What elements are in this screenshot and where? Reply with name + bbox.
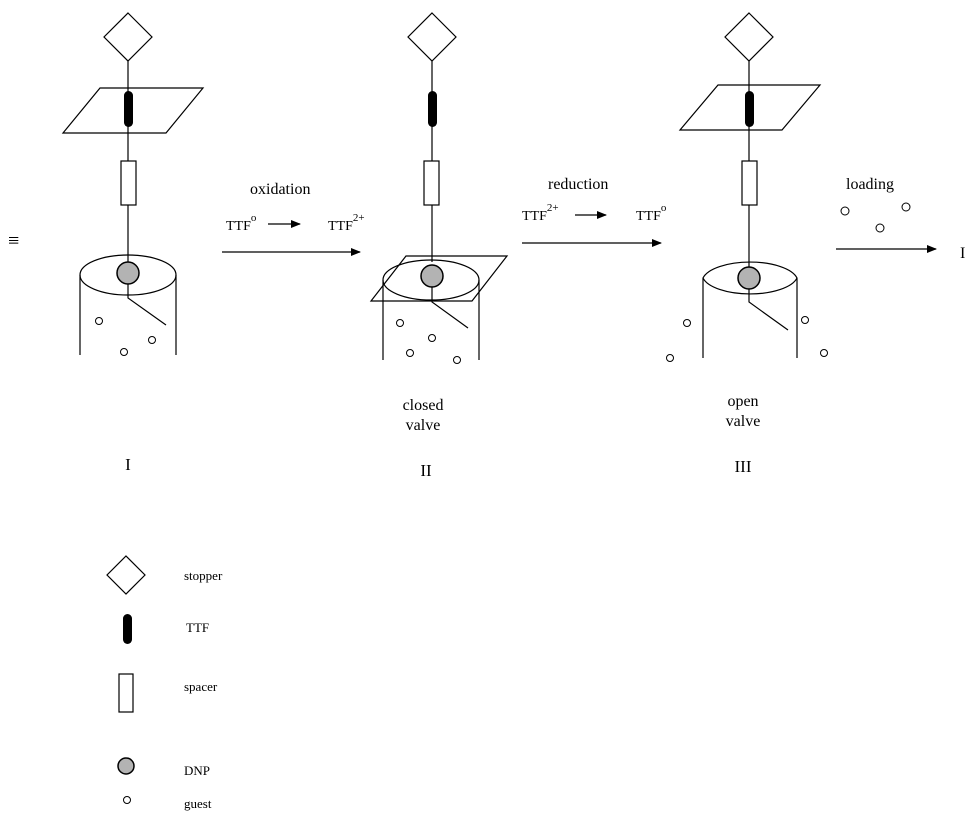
ttf-neutral-text: TTFo xyxy=(636,202,667,224)
spacer-rect-icon xyxy=(423,160,440,206)
guest-circle-icon xyxy=(123,796,131,804)
ttf-pill-icon xyxy=(123,614,132,644)
open-caption-line1: open xyxy=(727,393,758,410)
guest-circle-icon xyxy=(406,349,414,357)
legend-label: DNP xyxy=(184,763,210,778)
spacer-rect-icon xyxy=(741,160,758,206)
roman-label-II: II xyxy=(420,461,432,480)
oxidation-step: oxidation TTFo TTF2+ xyxy=(222,181,365,256)
macrocycle-ring xyxy=(369,255,509,302)
dnp-circle-icon xyxy=(737,266,761,290)
reduction-step: reduction TTF2+ TTFo xyxy=(522,176,667,247)
dnp-circle-icon xyxy=(117,757,135,775)
macrocycle-ring xyxy=(678,84,822,131)
pore-rim xyxy=(382,279,480,301)
legend-item-spacer: spacer xyxy=(118,673,218,713)
state-II-assembly xyxy=(369,12,509,364)
diamond-icon xyxy=(106,555,146,595)
guest-circle-icon xyxy=(428,334,436,342)
guest-circle-icon xyxy=(801,316,809,324)
dnp-circle-icon xyxy=(420,264,444,288)
next-state-label: I xyxy=(960,245,965,262)
stopper-diamond-icon xyxy=(407,12,457,62)
guest-circle-icon xyxy=(396,319,404,327)
legend-item-dnp: DNP xyxy=(117,757,210,778)
legend-item-guest: guest xyxy=(123,796,212,811)
macrocycle-ring xyxy=(61,87,205,134)
state-III-assembly xyxy=(666,12,828,362)
pore-rim xyxy=(702,277,798,295)
legend-item-ttf: TTF xyxy=(123,614,209,644)
guest-circle-icon xyxy=(148,336,156,344)
ttf-pill-icon xyxy=(124,91,133,127)
loading-step: loading I xyxy=(836,176,965,262)
roman-label-III: III xyxy=(735,457,752,476)
loading-label: loading xyxy=(846,176,894,193)
ttf-dication-text: TTF2+ xyxy=(328,212,365,234)
legend-label: guest xyxy=(184,796,212,811)
guest-circle-icon xyxy=(875,223,885,233)
oxidation-label: oxidation xyxy=(250,181,310,198)
pore-cylinder xyxy=(382,259,480,360)
legend-label: stopper xyxy=(184,568,223,583)
ttf-pill-icon xyxy=(745,91,754,127)
guest-circle-icon xyxy=(95,317,103,325)
dnp-circle-icon xyxy=(116,261,140,285)
pore-cylinder xyxy=(79,254,177,355)
pore-cylinder xyxy=(702,261,798,358)
spacer-rect-icon xyxy=(120,160,137,206)
equiv-symbol: ≡ xyxy=(8,230,19,252)
roman-label-I: I xyxy=(125,455,131,474)
legend: stopper TTF spacer DNP guest xyxy=(106,555,223,811)
ttf-neutral-text: TTFo xyxy=(226,212,257,234)
guest-circle-icon xyxy=(840,206,850,216)
guest-circle-icon xyxy=(683,319,691,327)
guest-circle-icon xyxy=(901,202,911,212)
ttf-pill-icon xyxy=(428,91,437,127)
closed-caption-line1: closed xyxy=(403,397,444,414)
guest-circle-icon xyxy=(120,348,128,356)
legend-label: spacer xyxy=(184,679,218,694)
state-I-assembly xyxy=(61,12,205,356)
spacer-rect-icon xyxy=(118,673,134,713)
open-caption-line2: valve xyxy=(726,413,761,430)
legend-label: TTF xyxy=(186,620,209,635)
ttf-dication-text: TTF2+ xyxy=(522,202,559,224)
guest-circle-icon xyxy=(820,349,828,357)
reduction-label: reduction xyxy=(548,176,608,193)
stopper-diamond-icon xyxy=(103,12,153,62)
stopper-diamond-icon xyxy=(724,12,774,62)
closed-caption-line2: valve xyxy=(406,417,441,434)
guest-circle-icon xyxy=(453,356,461,364)
legend-item-stopper: stopper xyxy=(106,555,223,595)
guest-circle-icon xyxy=(666,354,674,362)
